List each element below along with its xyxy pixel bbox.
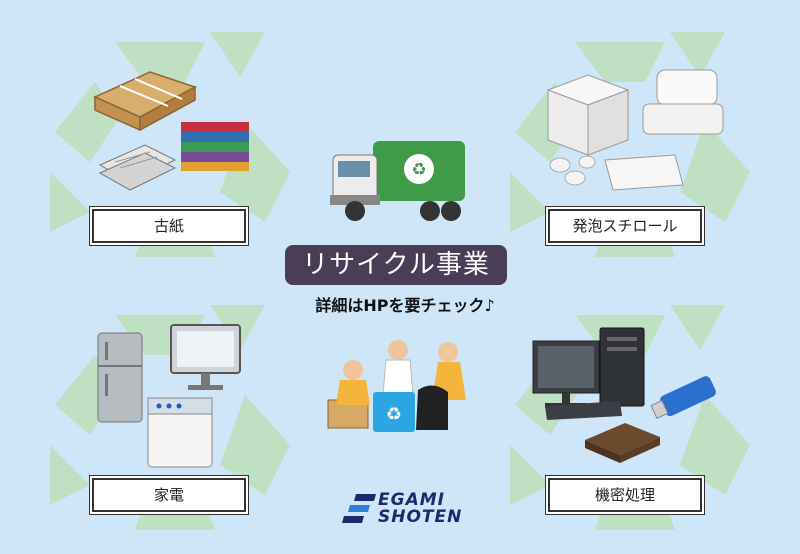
logo-line-2: SHOTEN xyxy=(378,507,463,527)
book-stack-icon xyxy=(181,122,249,171)
company-logo-mark-icon xyxy=(342,494,376,523)
foam-container-icon xyxy=(642,69,724,135)
keyboard-icon xyxy=(545,401,622,420)
category-label-confidential: 機密処理 xyxy=(548,478,702,512)
newspaper-stack-icon xyxy=(98,144,177,191)
hard-drive-icon xyxy=(585,423,660,463)
washing-machine-icon xyxy=(147,397,213,468)
category-label-styrofoam: 発泡スチロール xyxy=(548,209,702,243)
subtitle: 詳細はHPを要チェック♪ xyxy=(315,296,495,315)
svg-text:♻: ♻ xyxy=(411,160,426,180)
pc-tower-icon xyxy=(599,327,645,407)
cardboard-bundle-icon xyxy=(93,71,197,132)
computer-monitor-icon xyxy=(532,340,600,408)
foam-sheets-icon xyxy=(549,154,684,191)
television-icon xyxy=(170,324,241,390)
page-title: リサイクル事業 xyxy=(285,245,507,285)
usb-drive-icon xyxy=(650,376,716,419)
svg-text:♻: ♻ xyxy=(386,404,402,425)
category-label-paper: 古紙 xyxy=(92,209,246,243)
people-sorting-recycling-icon: ♻ xyxy=(327,340,466,432)
logo-line-1: EGAMI xyxy=(378,490,445,510)
garbage-truck-icon: ♻ xyxy=(330,141,465,221)
styrofoam-block-icon xyxy=(546,74,630,156)
refrigerator-icon xyxy=(97,332,143,423)
category-label-appliances: 家電 xyxy=(92,478,246,512)
company-logo-text: EGAMI SHOTEN xyxy=(378,492,462,526)
